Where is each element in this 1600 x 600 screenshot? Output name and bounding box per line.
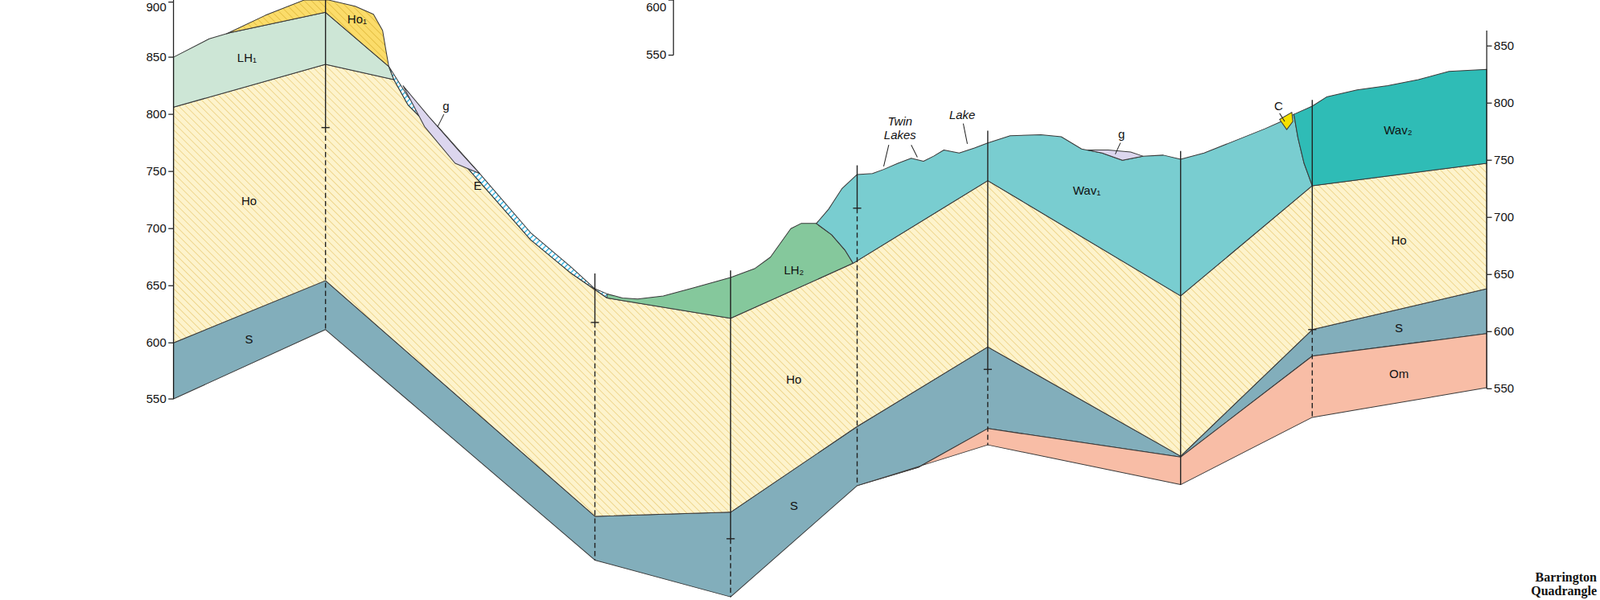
scale-value: 600 xyxy=(645,0,667,15)
axis-value: 550 xyxy=(1493,382,1514,396)
scale-value: 550 xyxy=(645,48,667,62)
quadrangle-name: Barrington Quadrangle xyxy=(1508,570,1597,599)
axis-value: 800 xyxy=(146,107,167,122)
unit-label: Ho xyxy=(241,194,257,209)
axis-value: 650 xyxy=(1493,267,1514,282)
axis-value: 800 xyxy=(1493,96,1514,111)
leader-lines xyxy=(437,113,1285,167)
axes xyxy=(168,0,1492,399)
unit-g xyxy=(1087,150,1143,161)
unit-wav2 xyxy=(1293,69,1487,186)
axis-value: 850 xyxy=(1493,39,1514,54)
axis-value: 700 xyxy=(146,222,167,236)
axis-value: 750 xyxy=(1493,153,1514,168)
unit-label: S xyxy=(245,333,254,347)
unit-label: Ho xyxy=(1391,234,1407,248)
unit-label: E xyxy=(473,179,482,194)
unit-label: Om xyxy=(1389,367,1409,382)
axis-value: 850 xyxy=(146,50,167,65)
axis-value: 750 xyxy=(146,164,167,179)
unit-label: g xyxy=(1118,127,1125,142)
unit-label: Wav₂ xyxy=(1383,123,1412,138)
axis-value: 650 xyxy=(146,279,167,293)
unit-g xyxy=(403,86,480,174)
unit-label: Ho₁ xyxy=(347,12,367,27)
unit-label: Wav₁ xyxy=(1073,184,1102,198)
unit-ho xyxy=(173,64,1488,517)
axis-value: 700 xyxy=(1493,210,1514,225)
unit-e xyxy=(388,66,614,299)
boreholes xyxy=(321,0,1317,597)
axis-value: 600 xyxy=(146,336,167,350)
unit-wav1 xyxy=(816,114,1313,297)
unit-label: LH₂ xyxy=(783,263,804,278)
axis-value: 900 xyxy=(146,0,167,15)
unit-label: S xyxy=(789,499,798,514)
unit-label: C xyxy=(1274,99,1284,114)
unit-ho1 xyxy=(226,0,390,66)
place-name: Lake xyxy=(949,108,976,123)
unit-label: g xyxy=(442,99,449,114)
unit-label: S xyxy=(1394,321,1403,336)
axis-value: 550 xyxy=(146,392,167,407)
unit-c xyxy=(1279,112,1293,131)
place-name: Twin Lakes xyxy=(879,115,922,142)
axis-value: 600 xyxy=(1493,324,1514,339)
unit-label: LH₁ xyxy=(237,51,257,66)
unit-label: Ho xyxy=(785,373,802,387)
